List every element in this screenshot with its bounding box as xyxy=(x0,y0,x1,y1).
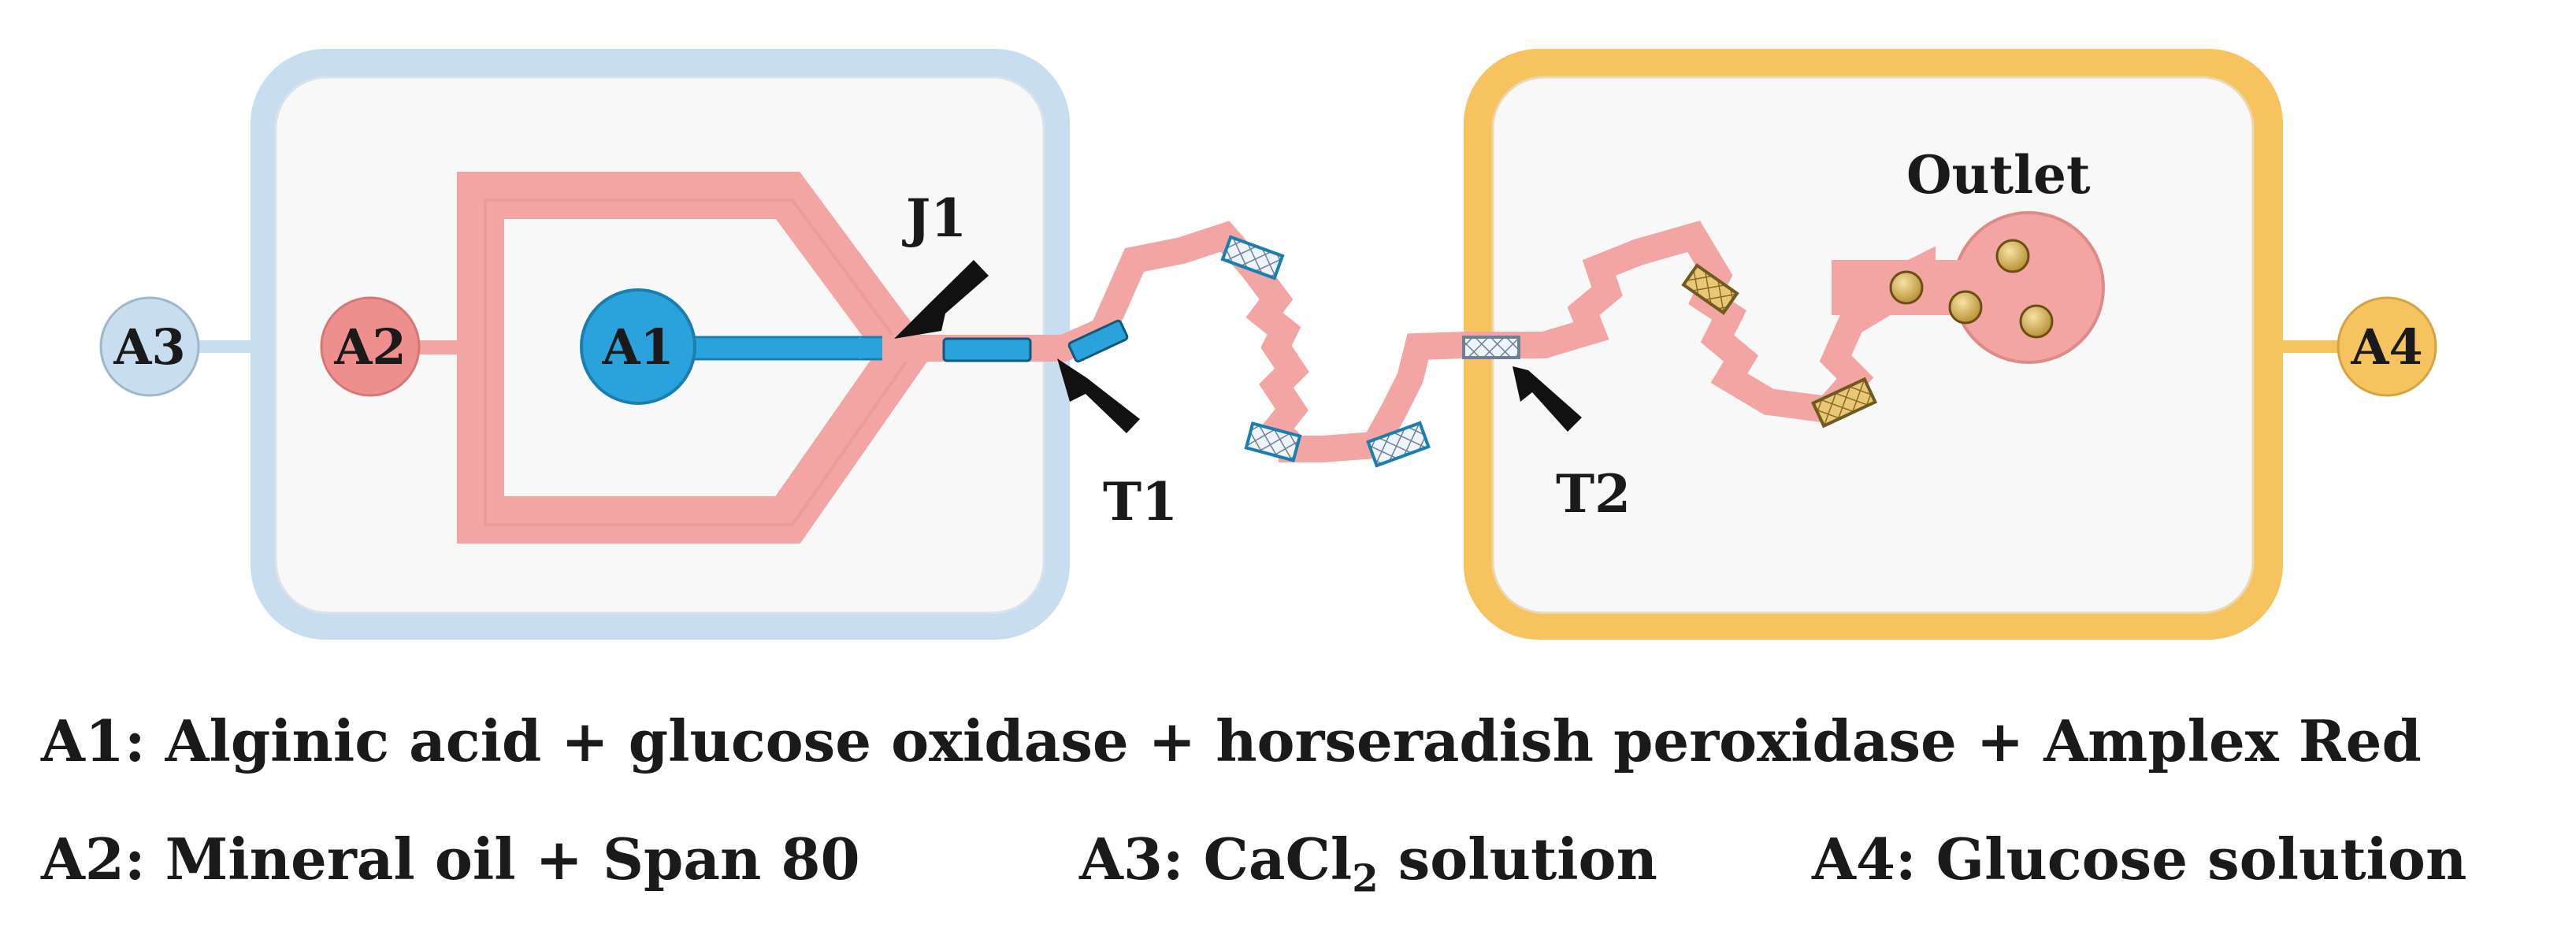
label-t1: T1 xyxy=(1103,471,1178,533)
black-arrow-icon xyxy=(1513,366,1582,432)
bead-icon xyxy=(1948,290,1983,325)
black-arrow-icon xyxy=(894,260,989,339)
inlet-a3: A3 xyxy=(99,296,200,397)
bead-icon xyxy=(2019,304,2054,339)
svg-text:A1: A1 xyxy=(601,318,674,376)
microfluidic-diagram: A3 A2 A1 A4 J1 T1 T2 Outlet xyxy=(99,49,2437,640)
inlet-a2: A2 xyxy=(320,296,421,397)
inlet-a4: A4 xyxy=(2337,296,2437,397)
legend-a1: A1: Alginic acid + glucose oxidase + hor… xyxy=(41,707,2422,774)
crosshatch-bead-icon xyxy=(1220,235,1285,280)
legend-a3-suffix: solution xyxy=(1378,826,1657,893)
a4-connector xyxy=(2277,340,2341,353)
crosshatch-bead-icon xyxy=(1244,421,1302,462)
svg-text:A2: A2 xyxy=(333,318,406,376)
svg-text:A4: A4 xyxy=(2350,318,2422,376)
legend-a3: A3: CaCl2 solution xyxy=(1079,831,1657,901)
label-outlet: Outlet xyxy=(1906,144,2091,206)
aqueous-channel xyxy=(668,336,904,361)
main-channel xyxy=(882,221,1936,462)
legend-a4: A4: Glucose solution xyxy=(1812,826,2467,893)
crosshatch-bead-icon xyxy=(1366,421,1431,468)
legend-a2: A2: Mineral oil + Span 80 xyxy=(41,826,860,893)
a3-connector xyxy=(189,340,252,353)
oil-channel-loop xyxy=(418,172,934,544)
legend-a3-subscript: 2 xyxy=(1352,856,1379,901)
inlet-a1: A1 xyxy=(580,288,696,405)
droplets xyxy=(942,235,1878,468)
legend-a3-prefix: A3: CaCl xyxy=(1079,826,1353,893)
droplet-icon xyxy=(942,337,1032,362)
label-t2: T2 xyxy=(1556,463,1631,525)
bead-icon xyxy=(1889,270,1924,305)
crosshatch-bead-icon xyxy=(1810,377,1878,429)
crosshatch-bead-icon xyxy=(1681,263,1739,315)
bead-icon xyxy=(1995,239,2030,273)
black-arrow-icon xyxy=(1057,358,1140,433)
crosshatch-bead-icon xyxy=(1462,336,1520,359)
droplet-icon xyxy=(1067,319,1129,363)
label-j1: J1 xyxy=(902,187,967,249)
svg-text:A3: A3 xyxy=(113,318,185,376)
right-chamber xyxy=(1464,49,2283,640)
gel-beads xyxy=(1889,239,2054,339)
